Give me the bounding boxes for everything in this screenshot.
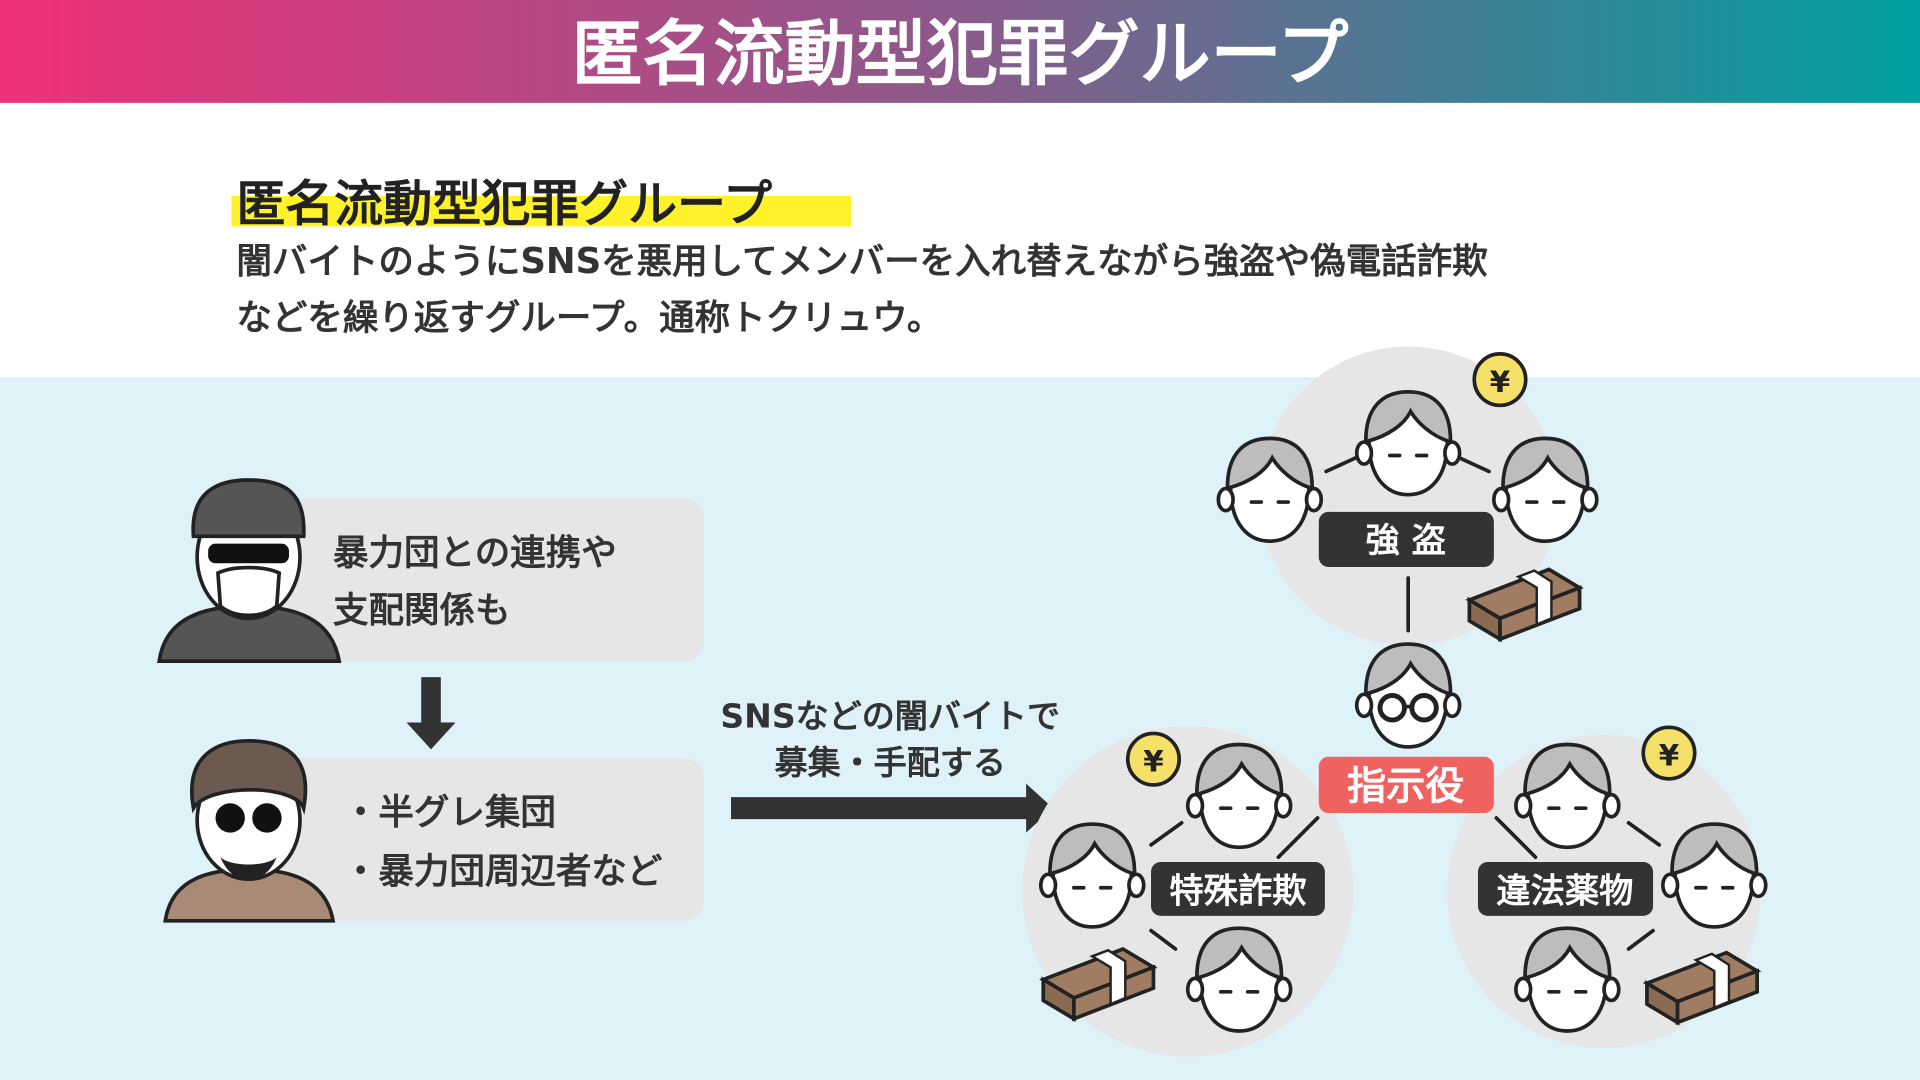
svg-text:¥: ¥	[1659, 738, 1680, 772]
down-arrow-icon	[406, 677, 456, 750]
intro-heading: 匿名流動型犯罪グループ	[236, 175, 772, 232]
svg-text:¥: ¥	[1143, 744, 1164, 778]
intro-line-1: 闇バイトのようにSNSを悪用してメンバーを入れ替えながら強盗や偽電話詐欺	[236, 241, 1487, 282]
svg-text:¥: ¥	[1490, 365, 1511, 399]
box1-line-1: 暴力団との連携や	[333, 532, 617, 573]
leader-face-icon	[1354, 642, 1462, 749]
fraud-label: 特殊詐欺	[1169, 871, 1306, 911]
yen-coin-icon: ¥	[1472, 352, 1528, 408]
intro-line-2: などを繰り返すグループ。通称トクリュウ。	[236, 297, 942, 338]
header-title: 匿名流動型犯罪グループ	[572, 12, 1349, 95]
gang-person-icon	[157, 478, 342, 664]
arrow-label-2: 募集・手配する	[774, 743, 1006, 782]
fraud-label-badge	[1151, 862, 1325, 916]
heading-highlight	[231, 195, 852, 227]
yen-coin-icon: ¥	[1125, 731, 1182, 787]
robbery-label: 強 盗	[1365, 521, 1445, 561]
yen-coin-icon: ¥	[1641, 725, 1697, 781]
drug-label: 違法薬物	[1496, 871, 1633, 911]
info-box-1	[244, 498, 705, 662]
arrow-label-1: SNSなどの闇バイトで	[720, 696, 1060, 735]
leader-label-badge	[1318, 756, 1494, 814]
right-arrow-icon	[731, 783, 1054, 833]
leader-label: 指示役	[1347, 765, 1465, 810]
hangure-person-icon	[163, 738, 336, 923]
connector-lines	[1149, 456, 1662, 951]
header-bar	[0, 0, 1920, 103]
info-box-2	[244, 757, 705, 921]
robbery-label-badge	[1318, 511, 1494, 567]
box2-line-2: ・暴力団周辺者など	[343, 851, 663, 892]
drug-label-badge	[1477, 862, 1654, 916]
box2-line-1: ・半グレ集団	[343, 792, 556, 833]
box1-line-2: 支配関係も	[333, 590, 511, 631]
